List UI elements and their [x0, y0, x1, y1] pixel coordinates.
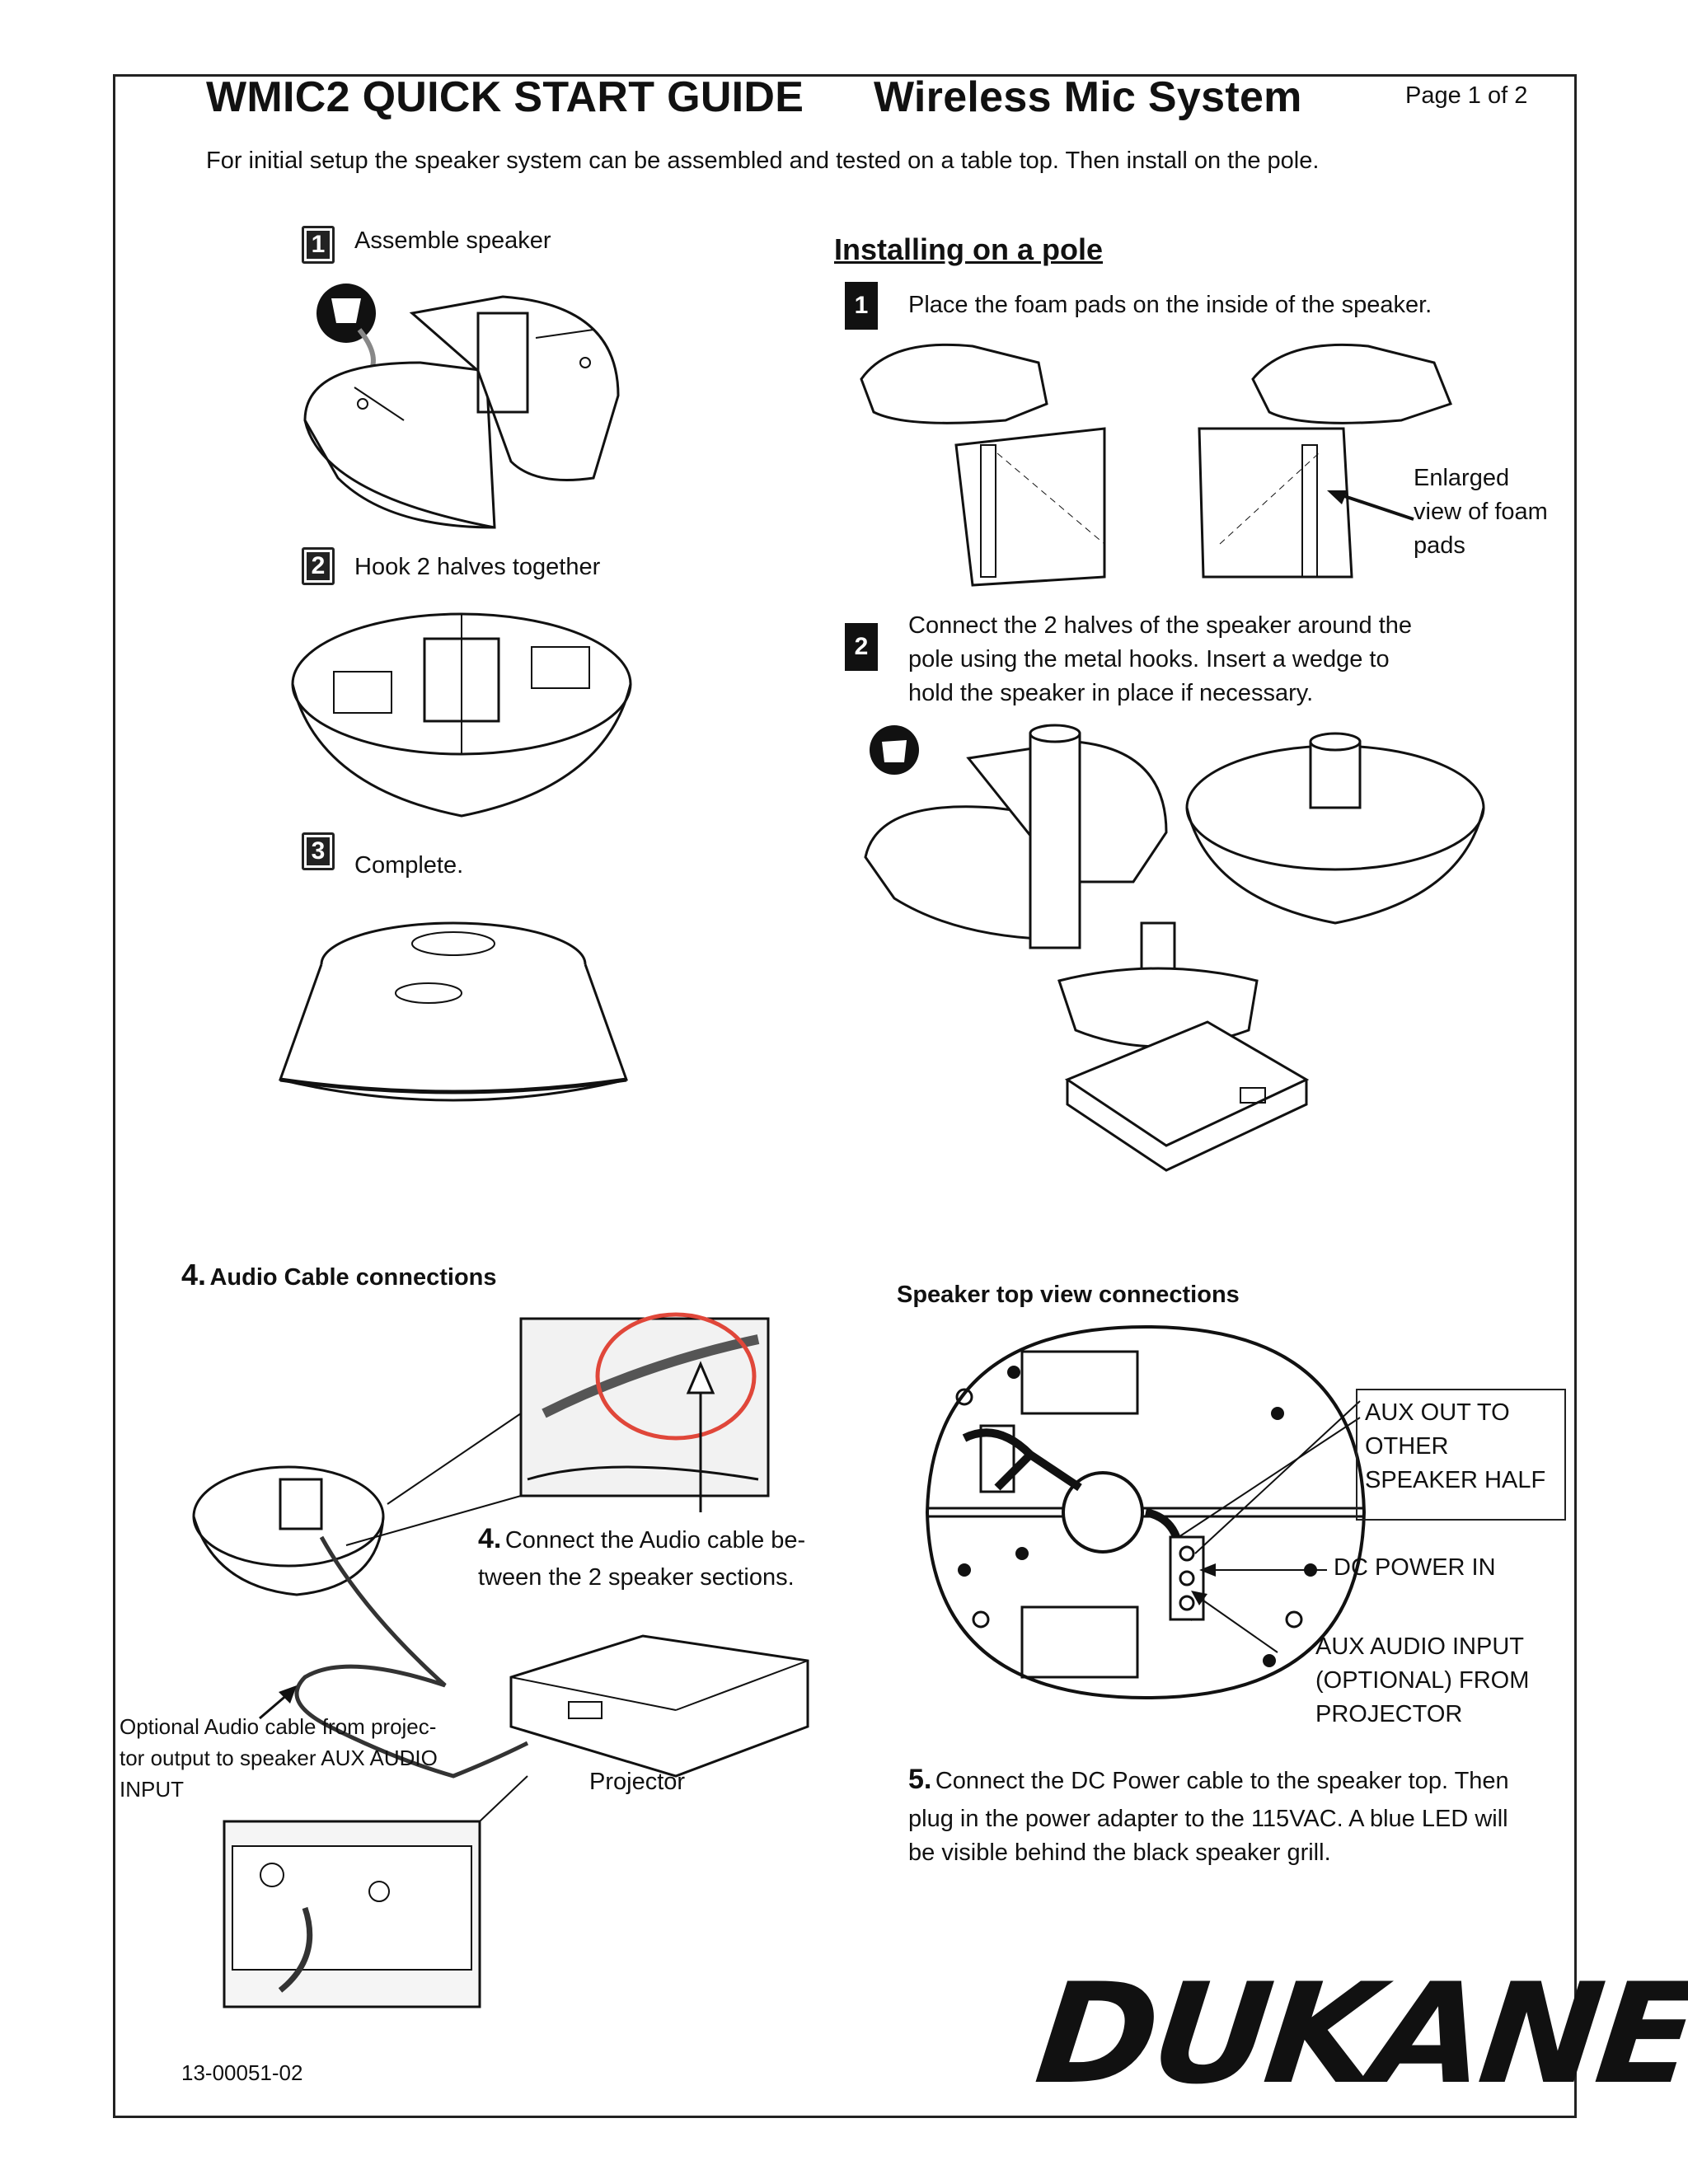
audio-step-4: 4. Connect the Audio cable be- [478, 1523, 805, 1558]
aux-out-line-2: OTHER [1365, 1433, 1449, 1460]
audio-cable-illustration [192, 1312, 809, 2008]
step-3-badge: 3 [302, 832, 335, 870]
hooked-speaker-illustration [291, 612, 632, 818]
assemble-speaker-illustration [303, 284, 620, 529]
speaker-top-view-diagram [925, 1324, 1367, 1700]
complete-speaker-illustration [279, 921, 628, 1102]
dukane-logo: DUKANE [1029, 1953, 1688, 2115]
pole-step-2-line-2: pole using the metal hooks. Insert a wed… [908, 646, 1390, 673]
projector-label: Projector [589, 1769, 686, 1795]
enlarged-line-3: pads [1414, 532, 1465, 559]
step-3-label: Complete. [354, 852, 464, 879]
step-5-number: 5. [908, 1764, 932, 1795]
step-2-badge: 2 [302, 547, 335, 585]
step-5-line-3: be visible behind the black speaker gril… [908, 1840, 1331, 1866]
aux-out-line-3: SPEAKER HALF [1365, 1467, 1546, 1493]
page-border [113, 74, 1577, 2118]
step-5: 5. Connect the DC Power cable to the spe… [908, 1764, 1509, 1798]
aux-in-line-3: PROJECTOR [1315, 1701, 1463, 1727]
aux-out-callout-box [1356, 1389, 1566, 1521]
audio-step-4-number: 4. [478, 1523, 502, 1554]
top-view-title: Speaker top view connections [897, 1282, 1240, 1308]
aux-in-line-1: AUX AUDIO INPUT [1315, 1633, 1524, 1660]
pole-step-1-badge: 1 [845, 282, 878, 330]
dc-power-label: DC POWER IN [1334, 1554, 1496, 1581]
guide-title: WMIC2 QUICK START GUIDE [206, 73, 804, 121]
step-5-line-1: Connect the DC Power cable to the speake… [935, 1768, 1509, 1794]
optional-audio-line-2: tor output to speaker AUX AUDIO [120, 1746, 438, 1770]
step-5-line-2: plug in the power adapter to the 115VAC.… [908, 1806, 1508, 1832]
part-number: 13-00051-02 [181, 2060, 303, 2085]
foam-pads-illustration [860, 343, 1452, 587]
pole-heading: Installing on a pole [834, 232, 1104, 266]
audio-section-number: 4. [181, 1258, 207, 1291]
pole-step-2-line-3: hold the speaker in place if necessary. [908, 680, 1314, 706]
pole-step-1-text: Place the foam pads on the inside of the… [908, 292, 1432, 318]
step-2-label: Hook 2 halves together [354, 554, 601, 580]
pole-mount-illustration [864, 724, 1485, 1172]
step-1-label: Assemble speaker [354, 227, 551, 254]
aux-out-line-1: AUX OUT TO [1365, 1399, 1510, 1426]
pole-step-2-line-1: Connect the 2 halves of the speaker arou… [908, 612, 1413, 639]
intro-text: For initial setup the speaker system can… [206, 148, 1320, 174]
audio-step-4-line-2: tween the 2 speaker sections. [478, 1564, 795, 1591]
aux-in-line-2: (OPTIONAL) FROM [1315, 1667, 1530, 1694]
step-1-badge: 1 [302, 226, 335, 264]
audio-section-title: Audio Cable connections [209, 1264, 497, 1291]
audio-step-4-line-1: Connect the Audio cable be- [504, 1527, 806, 1554]
optional-audio-line-3: INPUT [120, 1777, 184, 1802]
product-title: Wireless Mic System [874, 73, 1302, 121]
optional-audio-line-1: Optional Audio cable from projec- [120, 1714, 437, 1739]
pole-step-2-badge: 2 [845, 623, 878, 671]
foam-pad-pointer-arrow [1327, 490, 1414, 521]
enlarged-line-2: view of foam [1414, 499, 1548, 525]
page-number: Page 1 of 2 [1405, 82, 1528, 109]
audio-section-heading: 4. Audio Cable connections [181, 1258, 497, 1292]
enlarged-line-1: Enlarged [1414, 465, 1510, 491]
top-view-callout-lines [1178, 1400, 1361, 1653]
